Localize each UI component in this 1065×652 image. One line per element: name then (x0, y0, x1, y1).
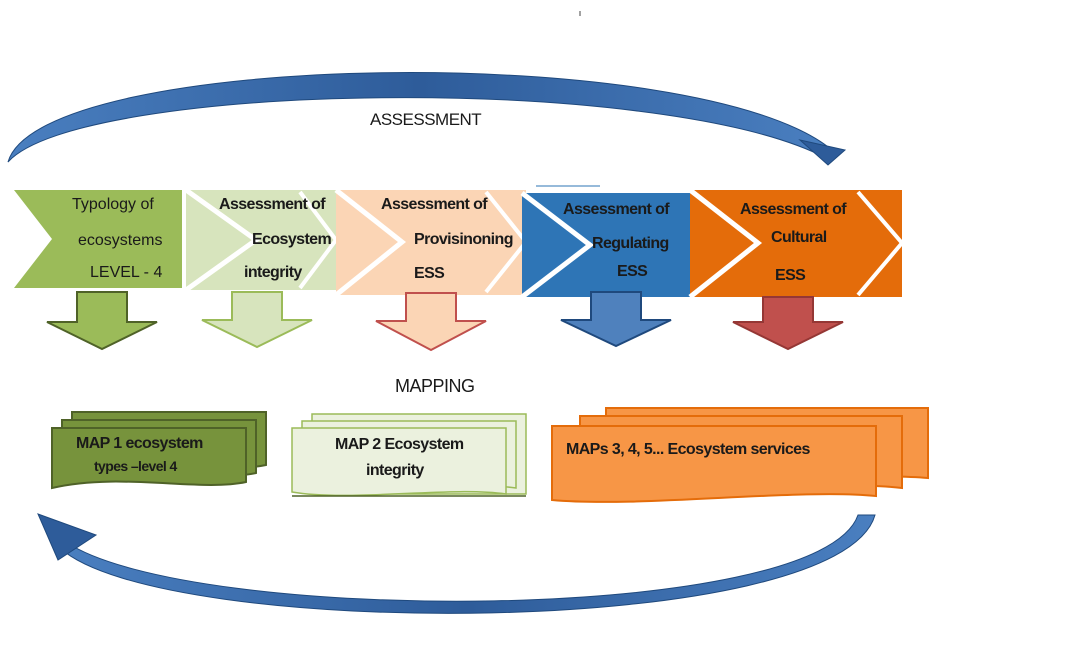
step-chevron-typology (14, 190, 182, 288)
step1-line2: ecosystems (78, 232, 163, 249)
step1-line3: LEVEL - 4 (90, 264, 163, 281)
mapping-heading: MAPPING (395, 376, 475, 396)
step4-line1: Assessment of (563, 201, 670, 218)
step2-line1: Assessment of (219, 196, 326, 213)
down-arrow-4 (560, 291, 672, 348)
map2-line2: integrity (366, 462, 424, 479)
step3-line2: Provisinoning (414, 231, 513, 248)
down-arrow-2 (201, 291, 313, 349)
top-cycle-arrow (7, 72, 847, 166)
step5-line1: Assessment of (740, 201, 847, 218)
step2-line2: Ecosystem (252, 231, 332, 248)
map2-document-stack (291, 413, 527, 497)
bottom-cycle-arrow (37, 513, 876, 614)
map2-line1: MAP 2 Ecosystem (335, 436, 464, 453)
step2-line3: integrity (244, 264, 302, 281)
step4-line2: Regulating (592, 235, 669, 252)
map1-document-stack (51, 411, 267, 490)
assessment-heading: ASSESSMENT (370, 110, 482, 129)
down-arrow-5 (732, 296, 844, 351)
map1-line1: MAP 1 ecosystem (76, 435, 203, 452)
step5-line2: Cultural (771, 229, 827, 246)
step3-line3: ESS (414, 265, 445, 282)
step-chevron-cultural (688, 188, 905, 299)
step4-line3: ESS (617, 263, 648, 280)
map1-line2: types –level 4 (94, 458, 177, 474)
step-chevron-regulating (520, 185, 690, 299)
step5-line3: ESS (775, 267, 806, 284)
down-arrow-3 (375, 292, 487, 352)
step3-line1: Assessment of (381, 196, 488, 213)
step1-line1: Typology of (72, 196, 154, 213)
down-arrow-1 (46, 291, 158, 351)
map3-line1: MAPs 3, 4, 5... Ecosystem services (566, 441, 810, 458)
map3-document-stack (551, 407, 929, 503)
